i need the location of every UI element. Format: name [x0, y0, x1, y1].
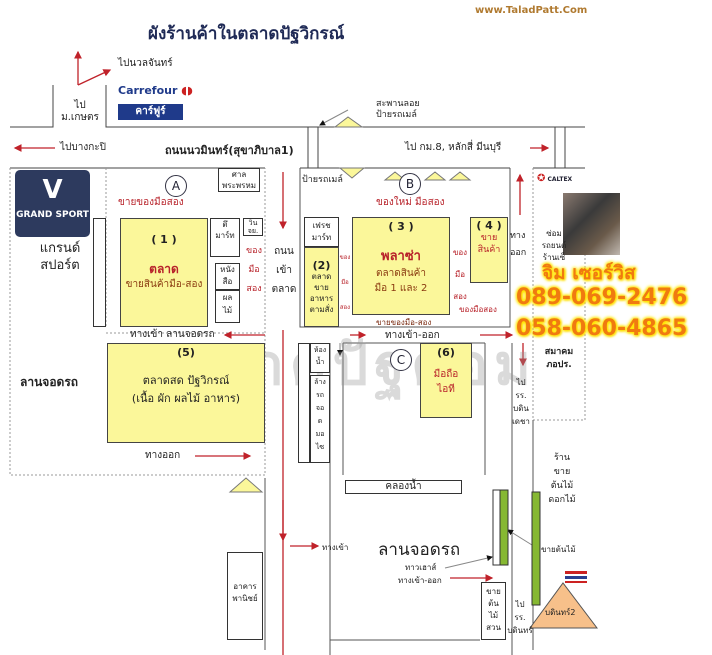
- zone-a-marker: A: [165, 175, 187, 197]
- zone-b-used-bottom: ขายของมือ-สอง: [376, 318, 432, 327]
- parking-entry-label: ทางเข้า ลานจอดรถ: [130, 329, 215, 340]
- block-boundaries: [9, 168, 586, 476]
- shop-photo: [563, 193, 620, 255]
- monument-triangle: [529, 582, 599, 629]
- flower-shop-label: ร้านขายต้นไม้ดอกไม้: [548, 453, 576, 505]
- contact-phone-1[interactable]: 089-069-2476: [516, 285, 688, 310]
- road-lines: [10, 85, 585, 169]
- road-name: ถนนนวมินทร์(สุขาภิบาล1): [165, 144, 294, 157]
- exit-label: ทางออก: [510, 231, 527, 258]
- zone-3-side-label: ของมือสอง: [452, 248, 468, 301]
- wings-icon: V: [42, 175, 63, 205]
- green-plant-strips: [492, 489, 541, 606]
- bottom-entrance-label: ทางเข้า: [322, 543, 349, 552]
- carwash-parking-box: ล้างรถจอดมอไซ: [310, 375, 330, 463]
- zone5-exit-label: ทางออก: [145, 450, 181, 461]
- to-bodindecha2-label: ไปรร.บดินทร์: [507, 600, 533, 635]
- garden-plants-box: ขายต้นไม้สวน: [481, 582, 506, 640]
- townhouse-label: ทาวเฮาส์: [405, 563, 437, 572]
- zone-b-marker: B: [399, 173, 421, 195]
- overpass-label: สะพานลอยป้ายรถเมล์: [376, 99, 420, 120]
- zone-2: (2) ตลาดขายอาหารตามสั่ง: [304, 247, 339, 327]
- to-kaset-label: ไปม.เกษตร: [61, 100, 99, 123]
- zone-b-new-used: ของใหม่ มือสอง: [376, 197, 445, 208]
- zone-3: ( 3 ) พลาซ่า ตลาดสินค้า มือ 1 และ 2: [352, 217, 450, 315]
- commercial-building-box: อาคารพานิชย์: [227, 552, 263, 640]
- website-link[interactable]: www.TaladPatt.Com: [475, 5, 588, 16]
- contact-name: จิม เซอร์วิส: [542, 262, 636, 284]
- stall-column: [298, 343, 310, 463]
- books-box: หนังสือ: [215, 263, 240, 290]
- carrefour-icon: ◖◗: [181, 84, 193, 97]
- zone-a-side-label: ของมือสอง: [246, 246, 262, 294]
- zone-a-secondhand: ขายของมือสอง: [118, 197, 184, 208]
- inner-lines: [264, 168, 534, 655]
- caltex-star-icon: ✪: [537, 173, 546, 184]
- thai-flag-icon: [565, 571, 587, 583]
- plant-sale-label: ขายต้นไม้: [541, 545, 576, 554]
- toilet-box: ห้องน้ำ: [310, 343, 330, 373]
- carrefour-thai-sign: คาร์ฟูร์: [118, 104, 183, 120]
- direction-arrows: [13, 50, 550, 655]
- page-title: ผังร้านค้าในตลาดปัฐวิกรณ์: [148, 24, 345, 44]
- to-bangkapi-label: ไปบางกะปิ: [60, 142, 106, 153]
- fresh-mart-box: เฟรชมาร์ท: [304, 217, 339, 247]
- to-nuanchan-label: ไปนวลจันทร์: [118, 58, 173, 69]
- association-label: สมาคมภอปร.: [544, 347, 574, 370]
- car-repair-label: ซ่อมรถยนต์ร้านเซ็: [541, 229, 567, 262]
- bottom-parking-label: ลานจอดรถ: [378, 540, 461, 560]
- strip-building: [93, 218, 106, 327]
- bottom-entry-exit-label: ทางเข้า-ออก: [398, 576, 442, 585]
- shrine-box: ศาลพระพรหม: [218, 168, 260, 192]
- zone-6: (6) มือถือไอที: [420, 343, 472, 418]
- zone-5: (5) ตลาดสด ปัฐวิกรณ์ (เนื้อ ผัก ผลไม้ อา…: [107, 343, 265, 443]
- zone-b-entry-exit: ทางเข้า-ออก: [385, 330, 440, 341]
- pointer-lines: [319, 109, 533, 569]
- zone-4: ( 4 ) ขายสินค้า: [470, 217, 508, 283]
- market-road-label: ถนนเข้าตลาด: [271, 246, 297, 295]
- canal-box: คลองน้ำ: [345, 480, 462, 494]
- zone-1: ( 1 ) ตลาด ขายสินค้ามือ-สอง: [120, 218, 208, 327]
- grand-sport-label: แกรนด์สปอร์ต: [39, 241, 81, 273]
- to-km8-label: ไป กม.8, หลักสี่ มีนบุรี: [405, 142, 502, 153]
- zone-c-marker: C: [390, 349, 412, 371]
- contact-phone-2[interactable]: 058-060-4865: [516, 316, 688, 341]
- caltex-logo: ✪ CALTEX: [537, 173, 573, 184]
- zone-2-side-label: ของมือสอง: [339, 254, 351, 311]
- monument-label: บดินทร์2: [545, 608, 576, 617]
- to-bodindecha-label: ไปรร.บดินเดชา: [512, 378, 530, 426]
- bus-stop-label: ป้ายรถเมล์: [302, 175, 343, 185]
- zone-b-used-right: ของมือสอง: [459, 305, 497, 314]
- carrefour-logo: Carrefour ◖◗: [118, 84, 193, 97]
- left-parking-label: ลานจอดรถ: [20, 375, 79, 389]
- overpass-triangles: [228, 116, 472, 493]
- motorbike-taxi-box: วินจย.: [243, 218, 263, 236]
- tuek-mart-box: ตึมาร์ท: [210, 218, 240, 257]
- fruit-box: ผลไม้: [215, 290, 240, 323]
